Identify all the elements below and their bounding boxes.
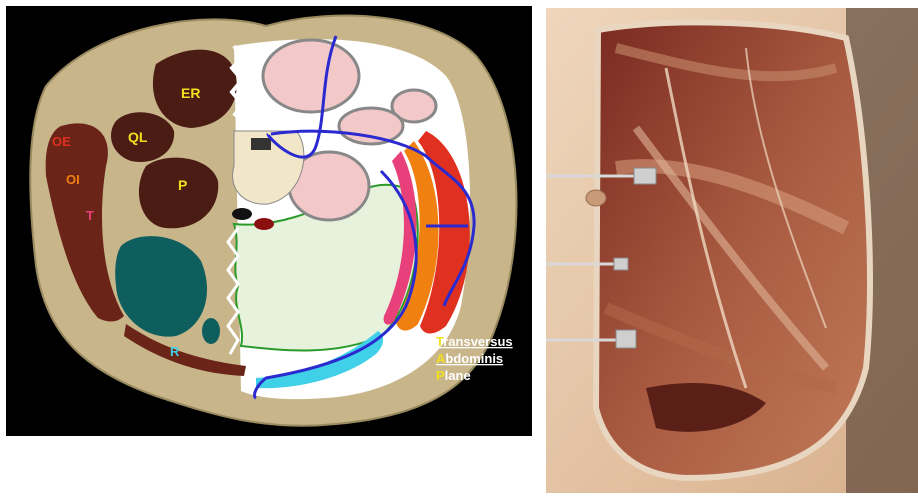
dissection-photo [546, 8, 918, 493]
small-teal-structure [202, 318, 220, 344]
organ-upper [263, 40, 359, 112]
legend-rest-1: ransversus [443, 334, 512, 349]
legend-rest-3: lane [445, 368, 471, 383]
umbilicus [586, 190, 606, 206]
legend-rest-2: bdominis [445, 351, 503, 366]
label-oe: OE [52, 134, 71, 149]
organ-middle [339, 108, 403, 144]
dissection-illustration [546, 8, 918, 493]
label-oi: OI [66, 172, 80, 187]
label-t: T [86, 208, 94, 223]
aorta [232, 208, 252, 220]
vena-cava [254, 218, 274, 230]
label-er: ER [181, 85, 200, 101]
svg-text:Plane: Plane [436, 368, 471, 383]
legend: Transversus Abdominis Plane [436, 334, 513, 383]
svg-text:Abdominis: Abdominis [436, 351, 503, 366]
legend-initial-p: P [436, 368, 445, 383]
cross-section-image: ER QL P OE OI T R Transversus Abdominis … [6, 6, 532, 436]
cross-section-illustration: ER QL P OE OI T R Transversus Abdominis … [6, 6, 532, 436]
svg-text:Transversus: Transversus [436, 334, 513, 349]
spinal-canal [251, 138, 271, 150]
label-ql: QL [128, 129, 148, 145]
label-p: P [178, 177, 187, 193]
label-r: R [170, 344, 180, 359]
